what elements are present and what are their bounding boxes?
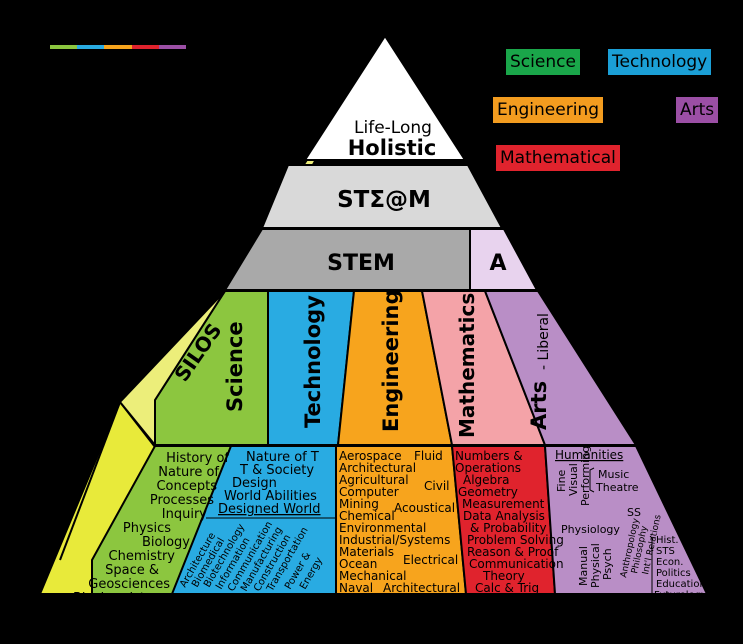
color-strip-science	[50, 45, 78, 49]
engineering-item: Computer	[339, 485, 399, 499]
science-item: Physics	[123, 521, 171, 536]
column-science-label: Science	[223, 321, 247, 412]
science-item: Geosciences	[88, 577, 170, 592]
math-item: Calc & Trig	[475, 581, 539, 595]
engineering-item: Civil	[424, 479, 449, 493]
legend-science: Science	[506, 49, 580, 75]
engineering-item: Environmental	[339, 521, 426, 535]
color-strip	[50, 45, 187, 49]
arts-physiology: Physiology	[561, 523, 620, 536]
color-strip-math	[131, 45, 159, 49]
technology-item: Designed World	[218, 502, 321, 517]
arts-right-item: Econ.	[656, 557, 683, 568]
arts-content: Humanities Fine Visual Performing Music …	[555, 446, 707, 601]
column-technology-label: Technology	[301, 295, 325, 428]
legend-engineering: Engineering	[493, 97, 603, 123]
science-item: Biology	[142, 535, 190, 550]
arts-humanities: Humanities	[555, 448, 623, 462]
science-item: Space &	[105, 563, 159, 578]
engineering-item: Industrial/Systems	[339, 533, 450, 547]
engineering-item: Mechanical	[339, 569, 407, 583]
arts-right-item: Hist.	[656, 535, 679, 546]
science-item: Nature of	[158, 465, 219, 480]
engineering-item: Materials	[339, 545, 394, 559]
engineering-right-list: Fluid Civil Acoustical Electrical Archit…	[383, 449, 460, 595]
arts-ss: SS	[627, 506, 641, 519]
column-arts-label: Arts	[527, 381, 551, 430]
arts-fine: Fine	[555, 469, 568, 492]
arts-performing: Performing	[579, 446, 592, 506]
math-item: Numbers &	[455, 449, 523, 463]
engineering-item: Mining	[339, 497, 379, 511]
arts-theatre: Theatre	[595, 481, 639, 494]
legend-mathematical: Mathematical	[496, 145, 620, 171]
science-item: Processes	[150, 493, 214, 508]
math-item: Algebra	[463, 473, 509, 487]
science-item: Chemistry	[109, 549, 176, 564]
legend-arts: Arts	[676, 97, 719, 123]
engineering-item: Electrical	[403, 553, 458, 567]
column-mathematics-label: Mathematics	[455, 293, 479, 438]
level-a-label: A	[489, 251, 506, 276]
technology-top-list: Nature of T T & Society Design World Abi…	[218, 450, 321, 517]
arts-right-item: Futurology	[654, 590, 707, 601]
math-item: Operations	[455, 461, 521, 475]
level-top-line2: Holistic	[348, 136, 437, 160]
math-item: Theory	[482, 569, 525, 583]
math-list: Numbers & Operations Algebra Geometry Me…	[455, 449, 564, 595]
arts-music: Music	[598, 468, 629, 481]
science-item: Concepts	[156, 479, 217, 494]
engineering-item: Architectural	[383, 581, 460, 595]
engineering-item: Agricultural	[339, 473, 409, 487]
color-strip-technology	[77, 45, 105, 49]
engineering-item: Fluid	[414, 449, 443, 463]
arts-physical: Physical	[589, 543, 602, 588]
technology-item: Design	[232, 476, 277, 491]
technology-item: T & Society	[239, 463, 314, 478]
level-stem-label: STEM	[327, 251, 395, 276]
technology-item: Nature of T	[246, 450, 319, 465]
level-top	[303, 34, 467, 161]
arts-psych: Psych	[601, 548, 614, 580]
engineering-item: Architectural	[339, 461, 416, 475]
arts-right-item: STS	[656, 546, 675, 557]
engineering-item: Ocean	[339, 557, 377, 571]
arts-box	[543, 445, 709, 595]
level-top-line1: Life-Long	[354, 118, 432, 138]
color-strip-engineering	[104, 45, 132, 49]
math-item: Data Analysis	[463, 509, 545, 523]
arts-right-item: Education	[656, 579, 706, 590]
math-item: Problem Solving	[467, 533, 564, 547]
column-arts-sublabel: - Liberal	[536, 313, 552, 370]
math-item: & Probability	[470, 521, 547, 535]
technology-item: World Abilities	[224, 489, 317, 504]
science-item: Biochemistry	[73, 591, 158, 606]
engineering-item: Aerospace	[339, 449, 402, 463]
color-strip-arts	[158, 45, 187, 49]
column-engineering-label: Engineering	[379, 290, 403, 433]
legend-technology: Technology	[608, 49, 712, 75]
engineering-item: Naval	[339, 581, 373, 595]
math-item: Reason & Proof	[467, 545, 559, 559]
arts-manual: Manual	[577, 546, 590, 586]
engineering-left-list: Aerospace Architectural Agricultural Com…	[339, 449, 450, 595]
legend-ampersand: &	[592, 52, 603, 68]
math-item: Measurement	[462, 497, 545, 511]
level-steam-label: STΣ@M	[337, 187, 431, 213]
engineering-item: Chemical	[339, 509, 395, 523]
arts-visual: Visual	[567, 463, 580, 496]
math-item: Geometry	[458, 485, 518, 499]
science-list: History of Nature of Concepts Processes …	[73, 451, 229, 606]
science-item: History of	[166, 451, 229, 466]
arts-right-item: Politics	[656, 568, 691, 579]
science-item: Inquiry	[162, 507, 208, 522]
engineering-item: Acoustical	[394, 501, 455, 515]
math-item: Communication	[469, 557, 564, 571]
